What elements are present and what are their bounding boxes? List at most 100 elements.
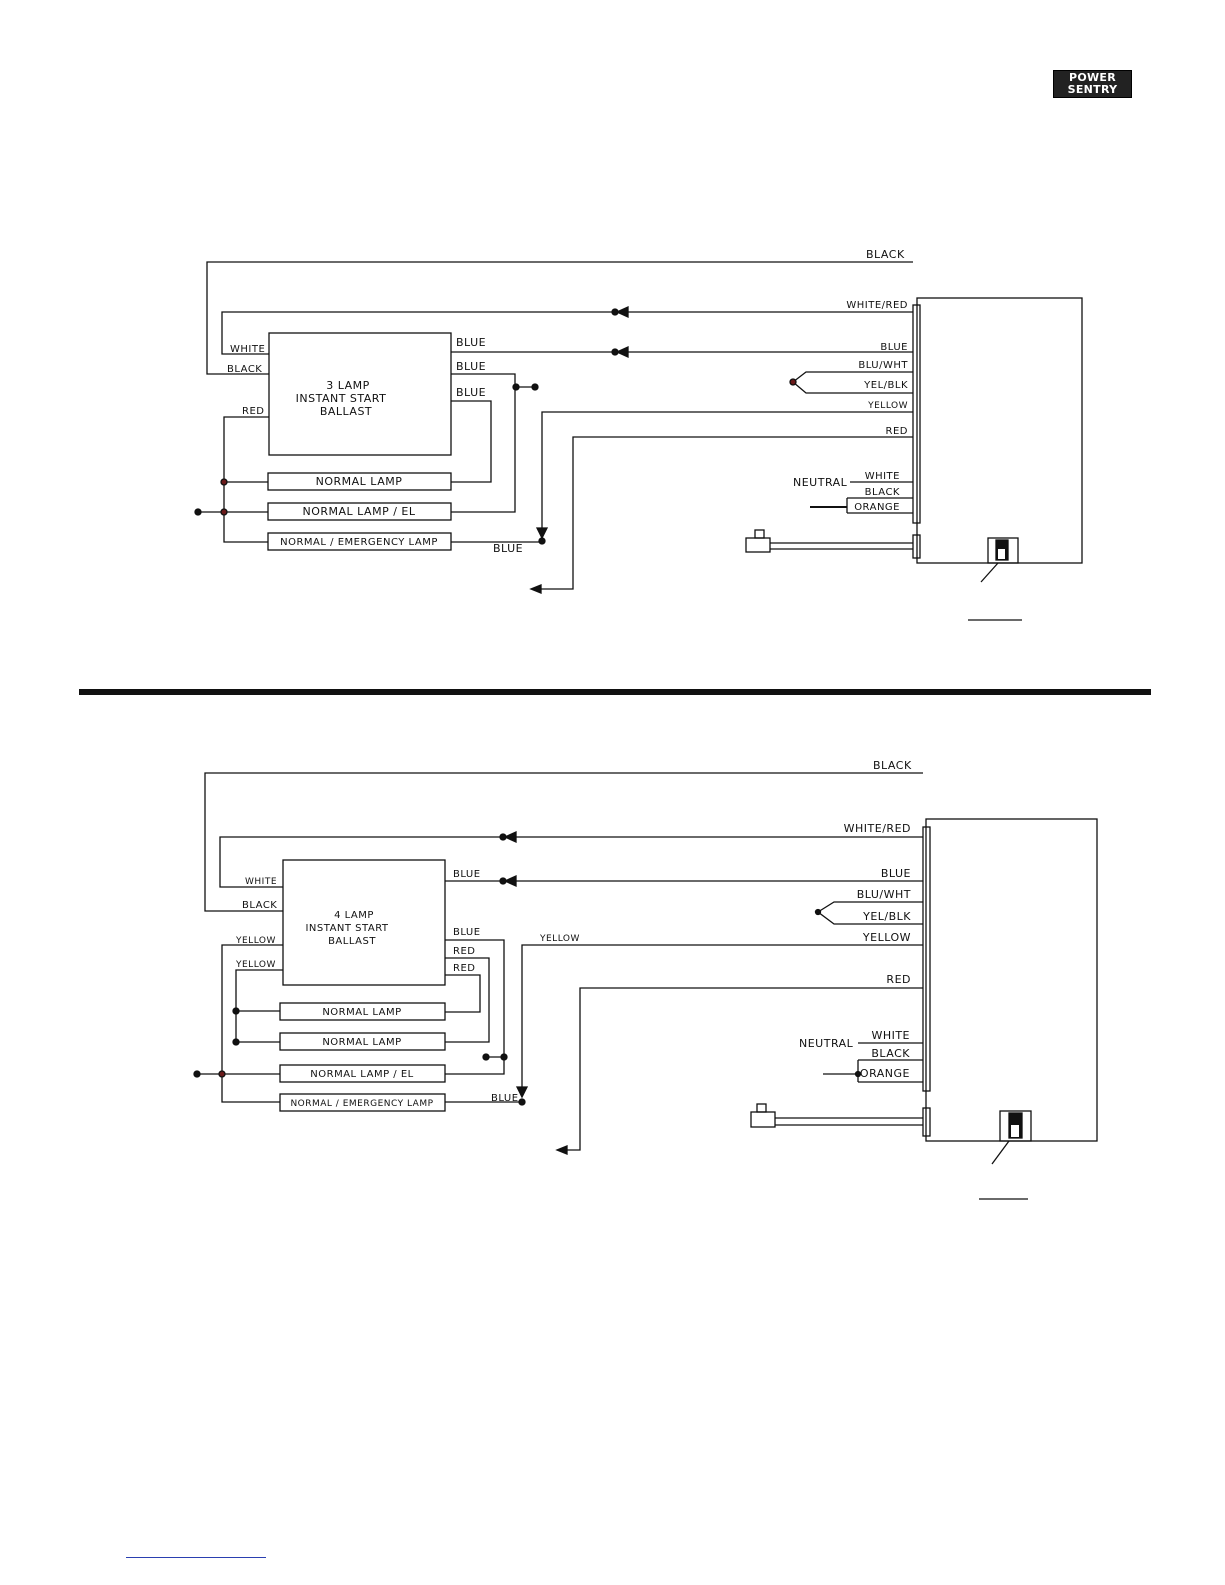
wire2-label-blue-1: BLUE bbox=[453, 869, 481, 880]
lead2-white-red: WHITE/RED bbox=[844, 822, 911, 835]
wire-red-2b bbox=[445, 974, 481, 1013]
lamp-d-label: NORMAL / EMERGENCY LAMP bbox=[290, 1099, 433, 1109]
wire-blue-2b bbox=[445, 939, 505, 1075]
connector-arrow-white-red bbox=[615, 305, 629, 319]
lead2-white: WHITE bbox=[871, 1029, 910, 1042]
wire-label-red: RED bbox=[242, 406, 264, 417]
wire-label-blue-2: BLUE bbox=[456, 360, 486, 373]
switch-pointer-2 bbox=[991, 1140, 1010, 1165]
lead2-orange: ORANGE bbox=[860, 1067, 910, 1080]
wire2-label-top-black: BLACK bbox=[873, 759, 912, 772]
test-switch-connector-2 bbox=[922, 1107, 931, 1137]
arrow-left-red-2 bbox=[555, 1145, 568, 1155]
wire2-label-red-2: RED bbox=[453, 963, 475, 974]
input-dot-left bbox=[194, 508, 202, 516]
wire2-label-red-1: RED bbox=[453, 946, 475, 957]
lamp-3-label: NORMAL / EMERGENCY LAMP bbox=[280, 537, 438, 548]
ballast2-label-line-3: BALLAST bbox=[328, 936, 376, 947]
wire-label-lamp-blue: BLUE bbox=[493, 542, 523, 555]
logo-text-bottom: SENTRY bbox=[1067, 83, 1118, 96]
ballast-box-4-lamp bbox=[282, 859, 446, 986]
wire-yellow-2 bbox=[521, 944, 923, 1088]
wire-label-blue-3: BLUE bbox=[456, 386, 486, 399]
wire-white-red bbox=[221, 311, 913, 355]
junction-dot-blue-b bbox=[531, 383, 539, 391]
wire2-label-white: WHITE bbox=[245, 877, 277, 887]
ballast-box-3-lamp bbox=[268, 332, 452, 456]
ballast-label-line-2: INSTANT START bbox=[296, 392, 387, 405]
ballast2-label-line-2: INSTANT START bbox=[305, 923, 388, 934]
logo-text-top: POWER bbox=[1068, 71, 1117, 84]
wire-label-black: BLACK bbox=[227, 364, 262, 375]
label2-neutral: NEUTRAL bbox=[799, 1037, 854, 1050]
wire2-label-black: BLACK bbox=[242, 900, 277, 911]
switch-pointer bbox=[980, 562, 999, 583]
ballast-label-line-3: BALLAST bbox=[320, 405, 372, 418]
lead-connector-strip-2 bbox=[922, 826, 931, 1092]
junction-dot-red-1 bbox=[220, 478, 228, 486]
cap-dot bbox=[789, 378, 797, 386]
lead-white: WHITE bbox=[865, 471, 900, 482]
wire2-label-lamp-blue: BLUE bbox=[491, 1093, 519, 1104]
lead-yellow: YELLOW bbox=[867, 401, 908, 411]
arrow-down-yellow bbox=[535, 527, 549, 540]
wire-white-red-2 bbox=[219, 836, 923, 888]
wire2-label-yellow-2: YELLOW bbox=[235, 960, 276, 970]
wire-black-top bbox=[206, 261, 913, 375]
wire2-label-blue-2: BLUE bbox=[453, 927, 481, 938]
wire-yellow-left-1 bbox=[221, 944, 283, 1103]
junction-dot-red-2 bbox=[220, 508, 228, 516]
test-switch-box-2 bbox=[999, 1110, 1032, 1142]
power-sentry-module bbox=[916, 297, 1083, 564]
connector-arrow-white-red-2 bbox=[503, 830, 517, 844]
wire-blue-3 bbox=[451, 400, 492, 483]
connector-arrow-blue bbox=[615, 345, 629, 359]
test-switch-box bbox=[987, 537, 1019, 564]
footer-link-underline bbox=[126, 1557, 266, 1558]
test-switch-plug bbox=[745, 537, 771, 553]
wire-label-white: WHITE bbox=[230, 344, 265, 355]
wire-black-top-2 bbox=[204, 772, 923, 912]
lead-black: BLACK bbox=[865, 487, 900, 498]
arrow-down-yellow-2 bbox=[515, 1086, 529, 1099]
connector-dot-blue-2 bbox=[499, 877, 507, 885]
test-switch-connector bbox=[912, 534, 921, 559]
wire2-label-mid-yellow: YELLOW bbox=[539, 934, 580, 944]
lead2-blue: BLUE bbox=[881, 867, 911, 880]
diagram-4-lamp bbox=[193, 772, 1098, 1200]
lamp-c-label: NORMAL LAMP / EL bbox=[310, 1069, 413, 1080]
power-sentry-logo: POWER SENTRY bbox=[1053, 70, 1132, 98]
lead-yel-blk: YEL/BLK bbox=[863, 380, 908, 391]
wire-red-out-2 bbox=[562, 987, 923, 1151]
wire-red-1b bbox=[445, 957, 490, 1043]
wire-label-top-black: BLACK bbox=[866, 248, 905, 261]
section-divider bbox=[79, 689, 1151, 695]
ballast-label-line-1: 3 LAMP bbox=[326, 379, 370, 392]
lead2-black: BLACK bbox=[871, 1047, 910, 1060]
wire-red-out bbox=[535, 436, 913, 590]
power-sentry-module-2 bbox=[925, 818, 1098, 1142]
wire-blue-2 bbox=[451, 373, 516, 513]
junction-dot-blue-a bbox=[512, 383, 520, 391]
lead2-yel-blk: YEL/BLK bbox=[862, 910, 911, 923]
lead2-blu-wht: BLU/WHT bbox=[857, 888, 911, 901]
lead-red: RED bbox=[886, 426, 908, 437]
ballast2-label-line-1: 4 LAMP bbox=[334, 910, 374, 921]
wire-red-left bbox=[223, 416, 269, 543]
lamp-a-label: NORMAL LAMP bbox=[322, 1007, 401, 1018]
diagram-4-lamp-labels: 4 LAMP INSTANT START BALLAST NORMAL LAMP… bbox=[235, 759, 912, 1109]
lead-orange: ORANGE bbox=[854, 502, 900, 513]
connector-arrow-blue-2 bbox=[503, 874, 517, 888]
wire2-label-yellow-1: YELLOW bbox=[235, 936, 276, 946]
lamp-b-label: NORMAL LAMP bbox=[322, 1037, 401, 1048]
lead2-red: RED bbox=[886, 973, 911, 986]
lead-connector-strip bbox=[912, 304, 921, 524]
connector-dot-white-red bbox=[611, 308, 619, 316]
lead-blue: BLUE bbox=[880, 342, 908, 353]
diagram-3-lamp-labels: 3 LAMP INSTANT START BALLAST NORMAL LAMP… bbox=[227, 248, 908, 555]
connector-dot-blue bbox=[611, 348, 619, 356]
diagram-3-lamp bbox=[194, 261, 1083, 621]
lead-white-red: WHITE/RED bbox=[846, 300, 908, 311]
